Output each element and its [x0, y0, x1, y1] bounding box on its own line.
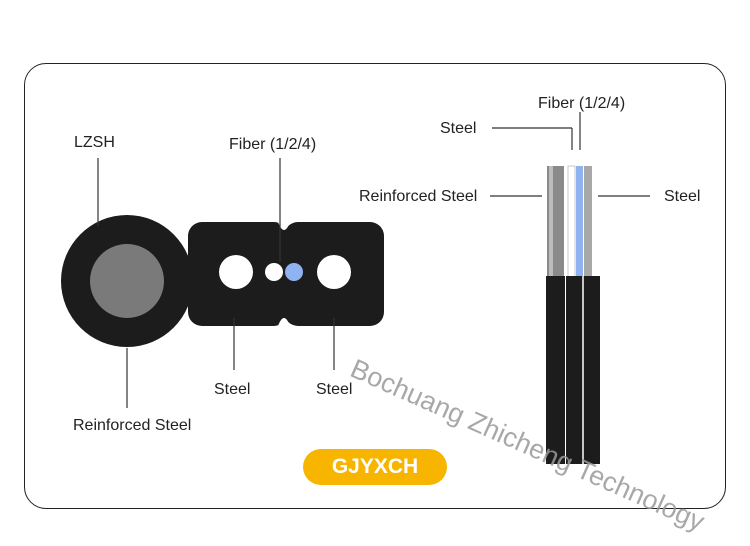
- label-fiber: Fiber (1/2/4): [229, 136, 316, 153]
- diagram-frame: [24, 63, 726, 509]
- label-steel-right: Steel: [316, 381, 352, 398]
- steel-wire-right: [317, 255, 351, 289]
- reinforced-steel-core: [90, 244, 164, 318]
- side-reinforced-highlight: [549, 166, 553, 278]
- label-r-fiber: Fiber (1/2/4): [538, 95, 625, 112]
- label-lzsh: LZSH: [74, 134, 115, 151]
- groove-top: [278, 222, 290, 230]
- label-r-reinforced-steel: Reinforced Steel: [359, 188, 477, 205]
- model-badge: GJYXCH: [303, 449, 447, 485]
- side-steel-wire: [584, 166, 592, 278]
- side-fiber-blue: [576, 166, 583, 278]
- groove-bottom: [278, 318, 290, 326]
- label-reinforced-steel: Reinforced Steel: [73, 417, 191, 434]
- label-r-steel-top: Steel: [440, 120, 476, 137]
- fiber-white: [265, 263, 283, 281]
- side-messenger-sheath: [546, 276, 565, 464]
- side-fiber-white: [567, 165, 576, 279]
- steel-wire-left: [219, 255, 253, 289]
- label-steel-left: Steel: [214, 381, 250, 398]
- fiber-blue: [285, 263, 303, 281]
- label-r-steel-right: Steel: [664, 188, 700, 205]
